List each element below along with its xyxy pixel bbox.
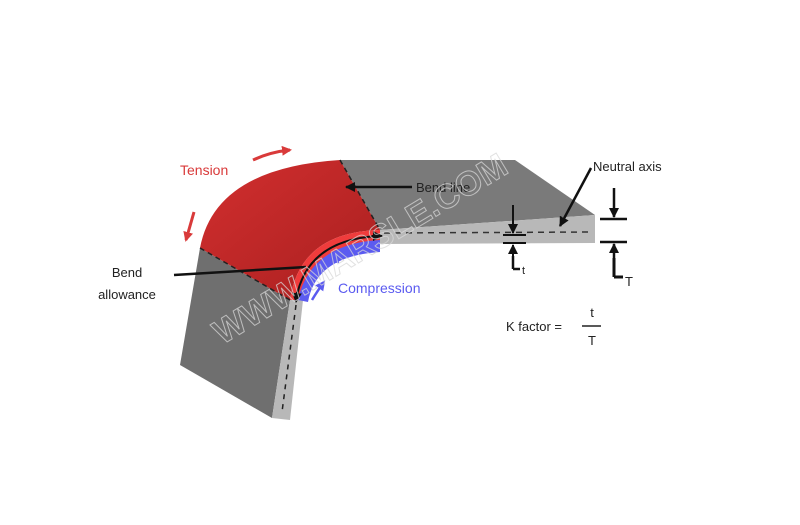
top-face [340,160,595,230]
leg-edge [272,300,303,420]
tension-arrow-right-icon [252,145,292,162]
tension-label: Tension [180,162,228,178]
t-dimension: t [503,205,526,277]
leg-face [180,248,290,418]
top-edge [380,215,595,244]
T-large-label: T [625,274,633,289]
tension-arrow-down-icon [183,211,196,242]
top-neutral-axis [383,231,593,234]
top-flange [340,160,595,244]
T-dimension: T [600,188,633,289]
neutral-axis-pointer [558,167,593,227]
bend-allowance-pointer [173,265,307,277]
leg-neutral-axis [281,304,297,413]
bend-line-label: Bend line [416,180,470,195]
k-factor-formula: K factor = t T [506,305,601,348]
formula-numerator: t [590,305,594,320]
formula-denominator: T [588,333,596,348]
bend-edge-inner [298,240,380,302]
compression-arrows [310,252,351,301]
bend-face [200,160,380,300]
compression-arrow-up-icon [310,280,326,301]
vertical-leg [180,248,303,420]
tension-arrows [183,145,292,242]
bend-region [199,159,383,303]
formula-lhs: K factor = [506,319,562,334]
bend-allowance-label-2: allowance [98,287,156,302]
t-small-label: t [522,265,525,277]
neutral-axis-label: Neutral axis [593,159,662,174]
bend-line-top [339,159,381,231]
compression-arrow-left-icon [328,252,351,264]
bend-allowance-arc [295,235,379,301]
compression-label: Compression [338,280,420,296]
bend-allowance-label-1: Bend [112,265,142,280]
